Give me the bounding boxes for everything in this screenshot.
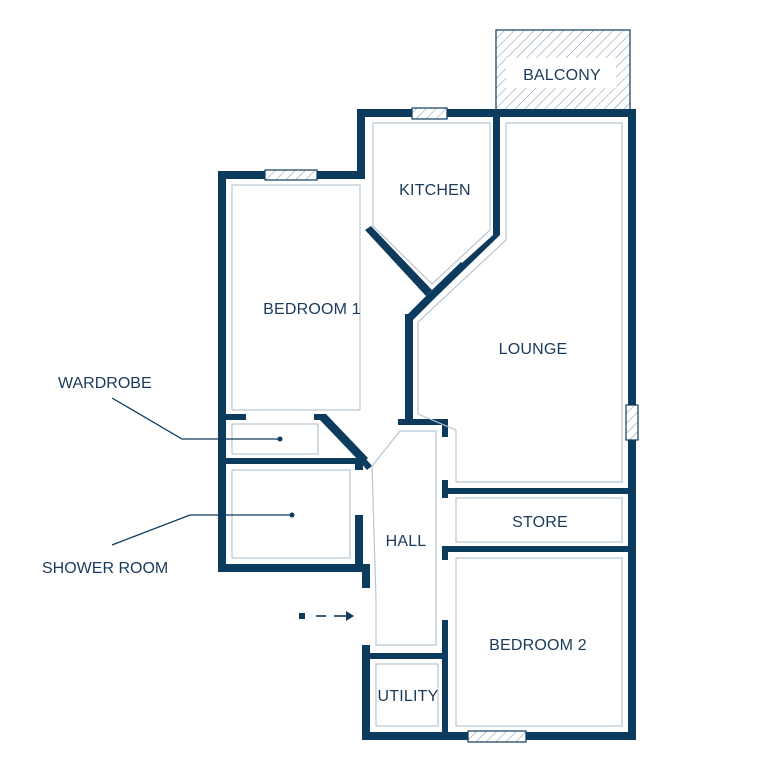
bedroom1-window <box>264 169 318 181</box>
interior-walls <box>226 117 628 732</box>
balcony-area: BALCONY <box>495 29 631 111</box>
kitchen-window <box>411 107 448 120</box>
balcony-label: BALCONY <box>523 67 601 84</box>
room-labels: KITCHEN BEDROOM 1 LOUNGE STORE HALL BEDR… <box>263 182 587 705</box>
kitchen-label: KITCHEN <box>399 182 471 199</box>
hall-label: HALL <box>386 533 427 550</box>
room-outlines <box>231 122 623 727</box>
windows <box>264 107 639 743</box>
callouts: WARDROBE SHOWER ROOM <box>42 375 295 577</box>
entrance-arrow-icon <box>299 611 354 621</box>
shower-room-callout-label: SHOWER ROOM <box>42 560 168 577</box>
lounge-window <box>625 404 639 441</box>
bedroom1-label: BEDROOM 1 <box>263 301 361 318</box>
wardrobe-callout-label: WARDROBE <box>58 375 152 392</box>
utility-label: UTILITY <box>378 688 439 705</box>
lounge-label: LOUNGE <box>499 341 568 358</box>
bedroom2-window <box>467 730 527 743</box>
store-label: STORE <box>512 514 568 531</box>
bedroom2-label: BEDROOM 2 <box>489 637 587 654</box>
outer-walls <box>218 109 636 740</box>
